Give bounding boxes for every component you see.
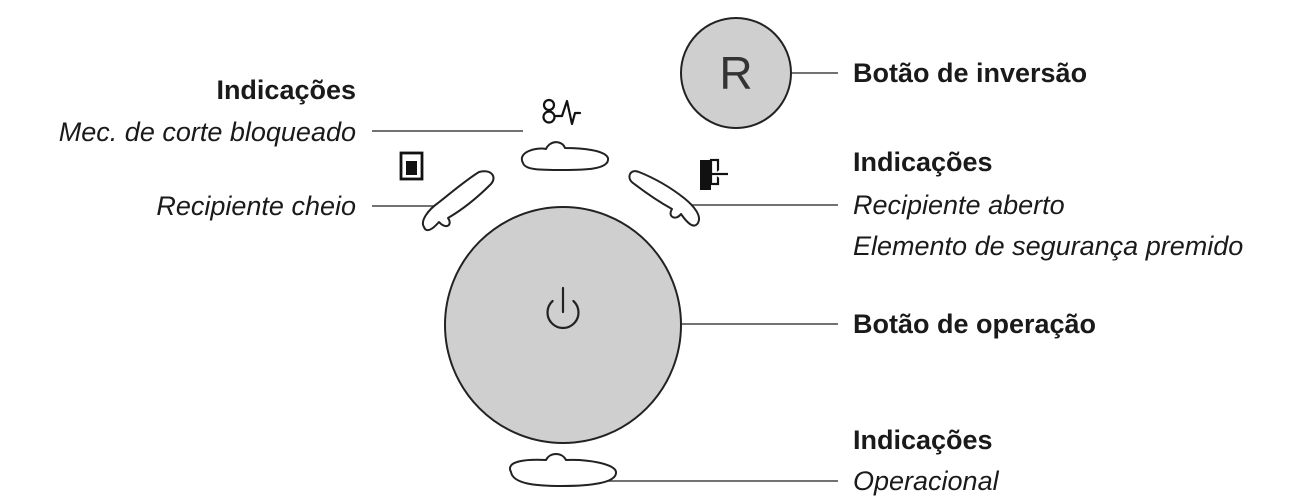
label-mec-corte: Mec. de corte bloqueado xyxy=(58,117,356,147)
indications-heading-top: Indicações xyxy=(216,75,356,105)
indicator-bottom xyxy=(508,453,617,487)
label-botao-inversao: Botão de inversão xyxy=(853,58,1088,88)
label-recipiente-cheio: Recipiente cheio xyxy=(156,191,356,221)
cutter-blocked-icon xyxy=(542,98,582,126)
operation-button[interactable] xyxy=(444,206,682,444)
indicator-right xyxy=(628,170,700,227)
label-recipiente-aberto: Recipiente aberto xyxy=(853,190,1065,220)
indications-heading-bottom: Indicações xyxy=(853,425,993,455)
indicator-left xyxy=(422,170,495,232)
label-botao-operacao: Botão de operação xyxy=(853,309,1097,339)
power-icon xyxy=(546,286,580,330)
reverse-button-letter: R xyxy=(719,47,753,99)
label-elemento-seguranca: Elemento de segurança premido xyxy=(853,231,1244,261)
bin-open-icon xyxy=(700,158,728,190)
reverse-button[interactable] xyxy=(680,17,792,129)
label-operacional: Operacional xyxy=(853,466,999,496)
indications-heading-right: Indicações xyxy=(853,147,993,177)
indicator-top xyxy=(520,141,609,171)
bin-full-icon xyxy=(399,151,424,181)
